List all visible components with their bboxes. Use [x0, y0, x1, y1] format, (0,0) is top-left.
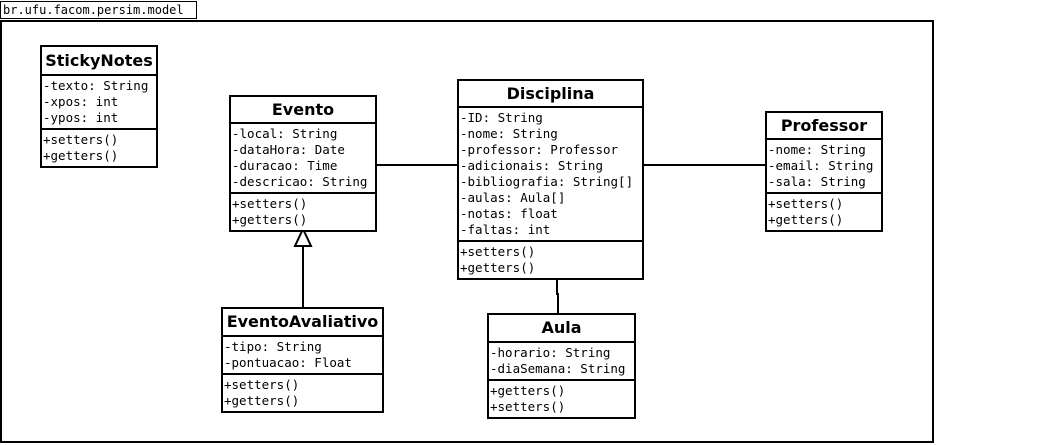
attribute: -sala: String — [768, 174, 866, 189]
class-operations: +setters() +getters() — [231, 194, 375, 230]
class-name: Disciplina — [459, 81, 642, 108]
attribute: -pontuacao: Float — [224, 355, 352, 370]
class-attributes: -nome: String -email: String -sala: Stri… — [767, 140, 881, 194]
attribute: -horario: String — [490, 345, 611, 360]
package-frame — [0, 20, 934, 443]
attribute: -ID: String — [460, 110, 543, 125]
attribute: -email: String — [768, 158, 874, 173]
class-name: StickyNotes — [42, 47, 156, 76]
operation: +getters() — [768, 212, 844, 227]
class-attributes: -local: String -dataHora: Date -duracao:… — [231, 124, 375, 194]
attribute: -adicionais: String — [460, 158, 603, 173]
attribute: -ypos: int — [43, 110, 119, 125]
generalization-arrowhead — [293, 226, 313, 247]
class-aula[interactable]: Aula -horario: String -diaSemana: String… — [487, 313, 636, 419]
operation: +getters() — [490, 383, 566, 398]
attribute: -dataHora: Date — [232, 142, 345, 157]
package-name: br.ufu.facom.persim.model — [3, 3, 184, 17]
attribute: -faltas: int — [460, 222, 551, 237]
attribute: -professor: Professor — [460, 142, 619, 157]
operation: +getters() — [43, 148, 119, 163]
attribute: -descricao: String — [232, 174, 368, 189]
class-name: Evento — [231, 97, 375, 124]
class-operations: +setters() +getters() — [42, 130, 156, 166]
class-attributes: -texto: String -xpos: int -ypos: int — [42, 76, 156, 130]
class-name: Professor — [767, 113, 881, 140]
attribute: -nome: String — [768, 142, 866, 157]
class-attributes: -tipo: String -pontuacao: Float — [223, 337, 382, 375]
attribute: -texto: String — [43, 78, 149, 93]
class-operations: +getters() +setters() — [489, 381, 634, 417]
attribute: -diaSemana: String — [490, 361, 626, 376]
operation: +getters() — [460, 260, 536, 275]
attribute: -tipo: String — [224, 339, 322, 354]
attribute: -xpos: int — [43, 94, 119, 109]
class-eventoavaliativo[interactable]: EventoAvaliativo -tipo: String -pontuaca… — [221, 307, 384, 413]
class-operations: +setters() +getters() — [223, 375, 382, 411]
class-operations: +setters() +getters() — [459, 242, 642, 278]
attribute: -local: String — [232, 126, 338, 141]
attribute: -nome: String — [460, 126, 558, 141]
class-attributes: -horario: String -diaSemana: String — [489, 343, 634, 381]
class-name: EventoAvaliativo — [223, 309, 382, 337]
attribute: -bibliografia: String[] — [460, 174, 634, 189]
attribute: -duracao: Time — [232, 158, 338, 173]
operation: +setters() — [460, 244, 536, 259]
class-professor[interactable]: Professor -nome: String -email: String -… — [765, 111, 883, 232]
operation: +setters() — [224, 377, 300, 392]
package-name-tab: br.ufu.facom.persim.model — [0, 1, 197, 19]
class-attributes: -ID: String -nome: String -professor: Pr… — [459, 108, 642, 242]
operation: +getters() — [224, 393, 300, 408]
operation: +setters() — [232, 196, 308, 211]
class-stickynotes[interactable]: StickyNotes -texto: String -xpos: int -y… — [40, 45, 158, 168]
class-name: Aula — [489, 315, 634, 343]
class-evento[interactable]: Evento -local: String -dataHora: Date -d… — [229, 95, 377, 232]
operation: +setters() — [768, 196, 844, 211]
operation: +setters() — [490, 399, 566, 414]
class-operations: +setters() +getters() — [767, 194, 881, 230]
operation: +getters() — [232, 212, 308, 227]
association-disciplina-aula — [556, 275, 559, 313]
class-disciplina[interactable]: Disciplina -ID: String -nome: String -pr… — [457, 79, 644, 280]
attribute: -aulas: Aula[] — [460, 190, 566, 205]
attribute: -notas: float — [460, 206, 558, 221]
operation: +setters() — [43, 132, 119, 147]
